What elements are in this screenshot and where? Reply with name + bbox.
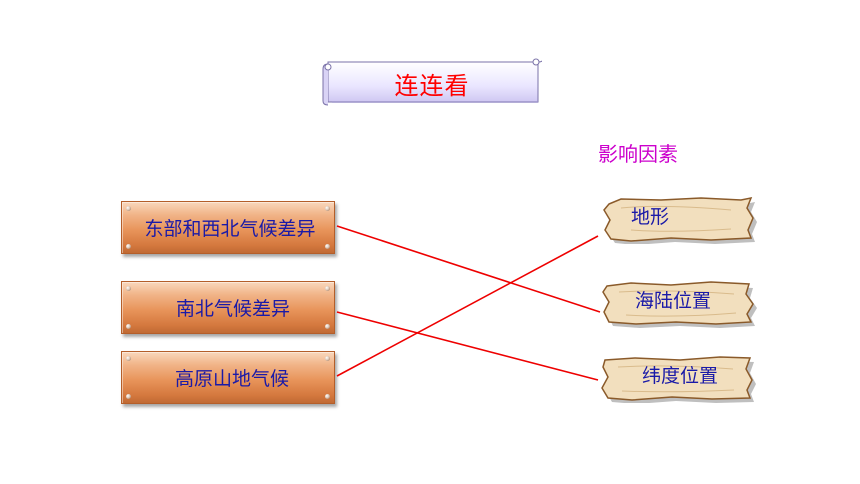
page-title: 连连看 <box>394 71 470 100</box>
wooden-sign-icon <box>603 196 757 244</box>
wooden-sign-icon <box>602 281 757 328</box>
screw-icon <box>325 206 330 211</box>
screw-icon <box>325 356 330 361</box>
climate-item-north-south[interactable]: 南北气候差异 <box>121 281 335 334</box>
scroll-icon <box>322 58 542 106</box>
screw-icon <box>126 356 131 361</box>
screw-icon <box>126 206 131 211</box>
climate-item-label: 高原山地气候 <box>174 368 289 390</box>
title-banner: 连连看 <box>322 58 542 108</box>
factor-item-label: 海陆位置 <box>635 290 712 312</box>
factor-item-label: 纬度位置 <box>642 365 719 387</box>
factor-item-land-sea-position[interactable]: 海陆位置 <box>601 280 761 328</box>
climate-item-label: 南北气候差异 <box>175 298 290 320</box>
screw-icon <box>126 324 131 329</box>
screw-icon <box>126 286 131 291</box>
factor-item-label: 地形 <box>631 206 670 228</box>
factor-item-latitude-position[interactable]: 纬度位置 <box>600 355 760 403</box>
screw-icon <box>325 244 330 249</box>
connection-line-north-south-to-latitude <box>336 311 599 381</box>
connection-line-plateau-to-terrain <box>336 235 599 377</box>
factor-item-terrain[interactable]: 地形 <box>601 196 761 244</box>
climate-item-label: 东部和西北气候差异 <box>144 218 316 240</box>
screw-icon <box>325 324 330 329</box>
factors-heading: 影响因素 <box>598 142 678 166</box>
screw-icon <box>325 394 330 399</box>
screw-icon <box>126 244 131 249</box>
climate-item-plateau-mountain[interactable]: 高原山地气候 <box>121 351 335 404</box>
screw-icon <box>325 286 330 291</box>
connection-line-east-northwest-to-land-sea <box>336 225 601 313</box>
screw-icon <box>126 394 131 399</box>
wooden-sign-icon <box>601 356 756 403</box>
climate-item-east-northwest[interactable]: 东部和西北气候差异 <box>121 201 335 254</box>
